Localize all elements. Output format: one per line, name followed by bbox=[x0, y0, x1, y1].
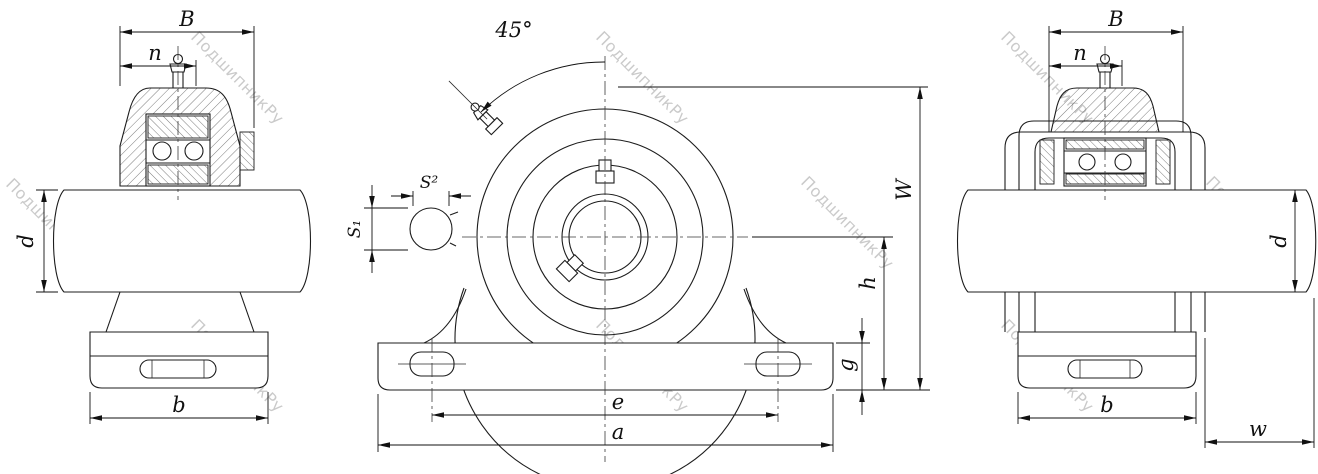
bolt-slot bbox=[139, 359, 217, 379]
dimension-w: w bbox=[1204, 298, 1315, 448]
inner-ring-collar bbox=[239, 131, 255, 171]
bolt-slot bbox=[1067, 359, 1143, 379]
front-dim-label-g: g bbox=[834, 358, 858, 371]
housing-section bbox=[119, 87, 255, 187]
dimension-d: d bbox=[14, 189, 58, 293]
bearing-ball bbox=[184, 141, 204, 161]
base bbox=[377, 342, 834, 391]
shaft bbox=[53, 189, 311, 293]
mounting-lug bbox=[409, 207, 459, 251]
body-fillet-left bbox=[423, 288, 467, 344]
right-dimensions: B n d b w bbox=[1017, 7, 1315, 448]
watermark-text: ПодшипникРу bbox=[797, 172, 898, 273]
left-dim-label-b: b bbox=[172, 393, 185, 417]
bearing-ball bbox=[152, 141, 172, 161]
dimension-angle-45: 45° bbox=[480, 18, 606, 113]
set-screw-lower-left bbox=[555, 253, 585, 283]
grease-fitting-45 bbox=[448, 80, 504, 136]
front-dim-label-e: e bbox=[612, 390, 624, 414]
right-dim-label-b: b bbox=[1100, 393, 1113, 417]
right-dim-label-B: B bbox=[1107, 7, 1123, 31]
view-right-side bbox=[957, 53, 1317, 389]
dimension-S2: S² bbox=[391, 173, 471, 206]
housing-rings bbox=[1004, 120, 1206, 332]
pedestal bbox=[105, 291, 255, 333]
front-dim-label-45: 45° bbox=[494, 18, 532, 42]
right-dim-label-w: w bbox=[1249, 417, 1267, 441]
seal bbox=[1039, 139, 1055, 185]
seal bbox=[1155, 139, 1171, 185]
left-dim-label-n: n bbox=[148, 41, 162, 65]
bearing-ball bbox=[1078, 153, 1096, 171]
left-dim-label-B: B bbox=[178, 7, 194, 31]
right-dim-label-d: d bbox=[1267, 234, 1291, 247]
shaft bbox=[957, 189, 1317, 293]
left-dimensions: B n d b bbox=[14, 7, 269, 424]
view-left-side bbox=[53, 53, 311, 389]
dimension-b: b bbox=[1017, 392, 1197, 424]
left-dim-label-d: d bbox=[14, 234, 38, 247]
bearing-ball bbox=[1114, 153, 1132, 171]
dimension-d: d bbox=[1267, 190, 1298, 292]
centerlines bbox=[177, 46, 1106, 462]
dimension-n: n bbox=[120, 41, 197, 86]
front-dim-label-h: h bbox=[856, 276, 880, 290]
dimension-S1: S₁ bbox=[345, 185, 408, 273]
front-dim-label-S2: S² bbox=[420, 173, 439, 193]
dimension-B: B bbox=[119, 7, 255, 128]
view-front bbox=[377, 80, 834, 474]
front-dim-label-a: a bbox=[612, 420, 625, 444]
front-dimensions: 45° S² S₁ W h bbox=[345, 18, 930, 452]
dimension-g: g bbox=[834, 318, 870, 415]
body-fillet-right bbox=[743, 288, 787, 344]
dimension-b: b bbox=[89, 392, 269, 424]
dimension-a: a bbox=[377, 394, 834, 452]
dimension-h: h bbox=[752, 236, 893, 390]
dimension-B: B bbox=[1048, 7, 1184, 132]
front-dim-label-W: W bbox=[892, 177, 916, 201]
dimension-e: e bbox=[432, 390, 778, 418]
front-dim-label-S1: S₁ bbox=[345, 220, 365, 238]
base bbox=[1017, 331, 1197, 389]
right-dim-label-n: n bbox=[1073, 41, 1087, 65]
dimension-n: n bbox=[1049, 41, 1123, 86]
dimension-W: W bbox=[618, 86, 930, 391]
watermark-text: ПодшипникРу bbox=[592, 27, 693, 128]
base bbox=[89, 331, 269, 389]
